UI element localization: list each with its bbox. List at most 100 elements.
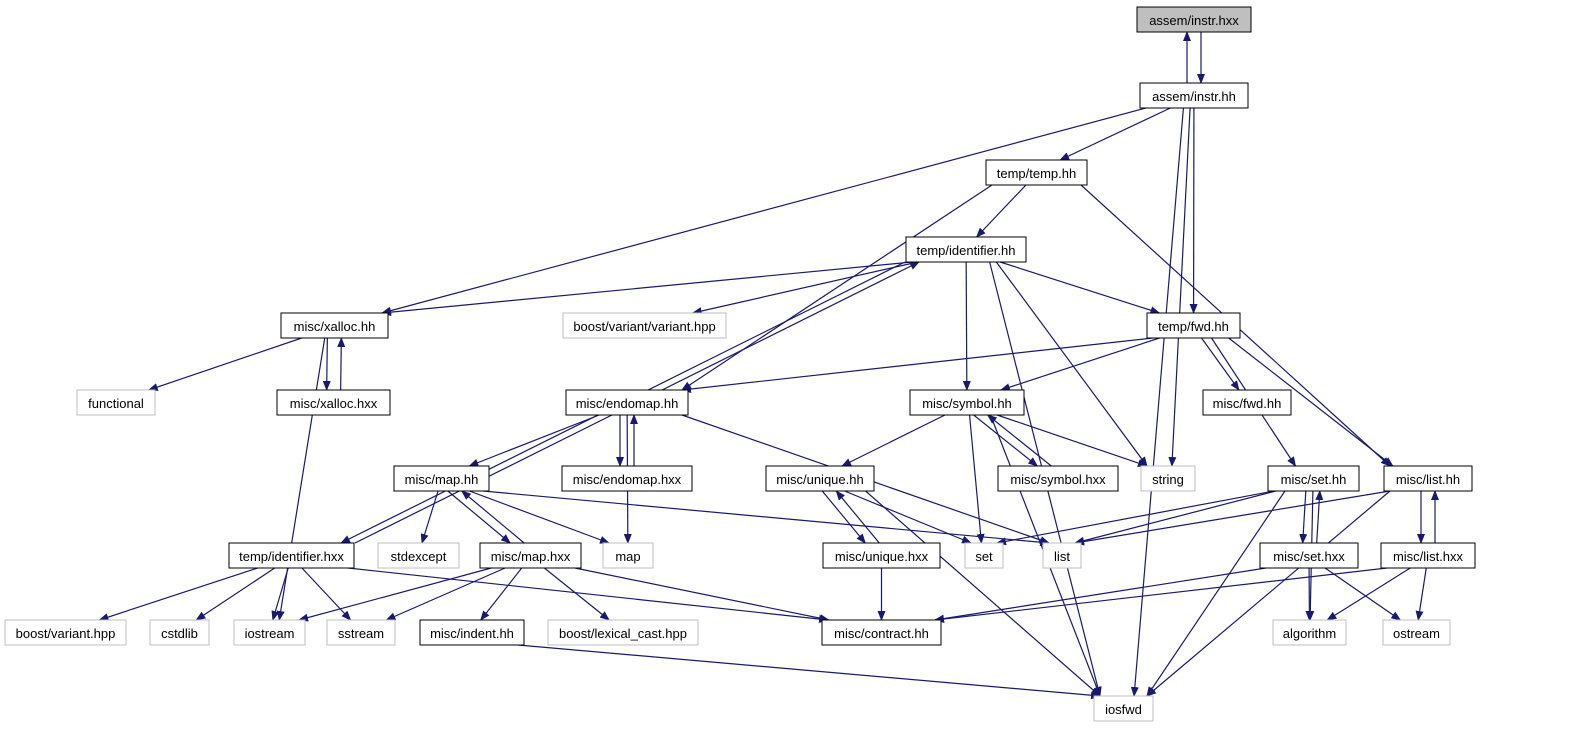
- node-temp-temp-hh[interactable]: temp/temp.hh: [985, 159, 1088, 186]
- node-box: [1146, 312, 1241, 339]
- edge-misc-map-hxx-to-iostream: [298, 567, 492, 622]
- node-misc-unique-hxx[interactable]: misc/unique.hxx: [822, 542, 941, 569]
- node-box: [822, 542, 941, 569]
- edge-misc-list-hh-to-iosfwd: [1146, 490, 1391, 697]
- edge-misc-xalloc-hh-to-misc-xalloc-hxx: [322, 337, 331, 391]
- edge-temp-temp-hh-to-temp-identifier-hh: [975, 184, 1027, 238]
- edge-temp-identifier-hxx-to-misc-contract-hh: [347, 567, 829, 624]
- edge-misc-list-hxx-to-ostream: [1415, 567, 1427, 621]
- node-list: list: [1042, 542, 1082, 569]
- node-misc-contract-hh[interactable]: misc/contract.hh: [821, 619, 942, 646]
- node-misc-endomap-hh[interactable]: misc/endomap.hh: [565, 389, 689, 416]
- edge-temp-identifier-hh-to-temp-fwd-hh: [999, 261, 1161, 315]
- node-iostream: iostream: [233, 619, 306, 646]
- node-label: map: [615, 549, 640, 564]
- edge-temp-identifier-hxx-to-iostream: [271, 567, 289, 621]
- edge-misc-set-hxx-to-misc-contract-hh: [934, 567, 1267, 623]
- edge-misc-unique-hh-to-set: [844, 490, 972, 544]
- node-misc-map-hh[interactable]: misc/map.hh: [393, 465, 490, 492]
- node-label: boost/variant/variant.hpp: [573, 319, 715, 334]
- node-cstdlib: cstdlib: [149, 619, 210, 646]
- node-label: misc/list.hxx: [1393, 549, 1464, 564]
- node-label: misc/map.hh: [405, 472, 479, 487]
- edge-misc-set-hh-to-misc-set-hxx: [1299, 490, 1308, 544]
- node-box: [985, 159, 1088, 186]
- edge-misc-set-hh-to-iosfwd: [1146, 490, 1286, 697]
- edge-misc-unique-hh-to-iosfwd: [865, 490, 1101, 697]
- node-boost-lexical-cast: boost/lexical_cast.hpp: [547, 619, 699, 646]
- node-label: stdexcept: [391, 549, 447, 564]
- edge-temp-fwd-hh-to-misc-list-hh: [1228, 337, 1394, 467]
- node-box: [1093, 695, 1154, 722]
- edge-misc-set-hh-to-set: [996, 490, 1275, 546]
- node-box: [419, 619, 525, 646]
- node-box: [821, 619, 942, 646]
- edge-misc-unique-hxx-to-misc-unique-hh: [835, 490, 880, 544]
- node-label: temp/fwd.hh: [1158, 319, 1229, 334]
- edge-misc-list-hh-to-list: [1074, 490, 1391, 546]
- node-box: [1139, 82, 1249, 109]
- node-box: [1140, 465, 1196, 492]
- node-label: misc/endomap.hh: [576, 396, 679, 411]
- node-label: cstdlib: [161, 626, 198, 641]
- node-label: algorithm: [1283, 626, 1336, 641]
- edge-misc-symbol-hh-to-misc-unique-hh: [841, 414, 946, 467]
- edge-misc-xalloc-hh-to-iostream: [276, 337, 326, 621]
- node-box: [377, 542, 460, 569]
- node-boost-variant-variant: boost/variant/variant.hpp: [562, 312, 727, 339]
- edge-temp-identifier-hxx-to-cstdlib: [195, 567, 276, 621]
- node-label: misc/set.hh: [1281, 472, 1347, 487]
- edge-misc-map-hh-to-misc-map-hxx: [447, 490, 511, 544]
- edge-misc-map-hxx-to-sstream: [385, 567, 506, 621]
- node-label: misc/contract.hh: [834, 626, 929, 641]
- node-misc-endomap-hxx[interactable]: misc/endomap.hxx: [561, 465, 693, 492]
- node-label: temp/identifier.hxx: [239, 549, 344, 564]
- node-temp-fwd-hh[interactable]: temp/fwd.hh: [1146, 312, 1241, 339]
- node-misc-indent-hh[interactable]: misc/indent.hh: [419, 619, 525, 646]
- node-label: ostream: [1393, 626, 1440, 641]
- node-box: [276, 389, 391, 416]
- node-misc-unique-hh[interactable]: misc/unique.hh: [765, 465, 875, 492]
- node-label: assem/instr.hh: [1152, 89, 1236, 104]
- node-misc-list-hxx[interactable]: misc/list.hxx: [1380, 542, 1476, 569]
- node-box: [393, 465, 490, 492]
- edge-assem-instr-hh-to-iosfwd: [1130, 107, 1185, 697]
- node-box: [1136, 6, 1252, 33]
- node-temp-identifier-hh[interactable]: temp/identifier.hh: [905, 236, 1027, 263]
- edge-misc-list-hxx-to-misc-contract-hh: [934, 567, 1388, 623]
- node-label: functional: [88, 396, 144, 411]
- edge-misc-symbol-hxx-to-misc-symbol-hh: [986, 414, 1052, 467]
- node-misc-symbol-hh[interactable]: misc/symbol.hh: [909, 389, 1025, 416]
- node-label: set: [975, 549, 993, 564]
- edge-misc-symbol-hh-to-string: [996, 414, 1148, 467]
- node-misc-symbol-hxx[interactable]: misc/symbol.hxx: [997, 465, 1119, 492]
- edge-temp-fwd-hh-to-misc-symbol-hh: [1000, 337, 1160, 391]
- node-misc-set-hh[interactable]: misc/set.hh: [1267, 465, 1360, 492]
- node-box: [1383, 465, 1473, 492]
- node-box: [1382, 619, 1451, 646]
- edge-misc-map-hxx-to-misc-contract-hh: [574, 567, 830, 623]
- node-assem-instr-hxx[interactable]: assem/instr.hxx: [1136, 6, 1252, 33]
- node-label: assem/instr.hxx: [1149, 13, 1239, 28]
- node-box: [228, 542, 355, 569]
- node-box: [561, 465, 693, 492]
- node-temp-identifier-hxx[interactable]: temp/identifier.hxx: [228, 542, 355, 569]
- edge-misc-list-hxx-to-algorithm: [1326, 567, 1411, 621]
- node-box: [565, 389, 689, 416]
- node-misc-map-hxx[interactable]: misc/map.hxx: [479, 542, 582, 569]
- node-misc-xalloc-hxx[interactable]: misc/xalloc.hxx: [276, 389, 391, 416]
- node-label: misc/endomap.hxx: [573, 472, 682, 487]
- node-label: misc/symbol.hh: [922, 396, 1012, 411]
- node-label: list: [1054, 549, 1070, 564]
- node-label: sstream: [338, 626, 384, 641]
- edge-misc-symbol-hh-to-misc-symbol-hxx: [973, 414, 1039, 467]
- node-misc-xalloc-hh[interactable]: misc/xalloc.hh: [280, 312, 389, 339]
- node-misc-fwd-hh[interactable]: misc/fwd.hh: [1202, 389, 1292, 416]
- edge-temp-identifier-hh-to-boost-variant-variant: [691, 261, 918, 315]
- edge-misc-map-hxx-to-misc-map-hh: [461, 490, 525, 544]
- node-misc-list-hh[interactable]: misc/list.hh: [1383, 465, 1473, 492]
- node-set: set: [964, 542, 1004, 569]
- node-misc-set-hxx[interactable]: misc/set.hxx: [1259, 542, 1359, 569]
- node-assem-instr-hh[interactable]: assem/instr.hh: [1139, 82, 1249, 109]
